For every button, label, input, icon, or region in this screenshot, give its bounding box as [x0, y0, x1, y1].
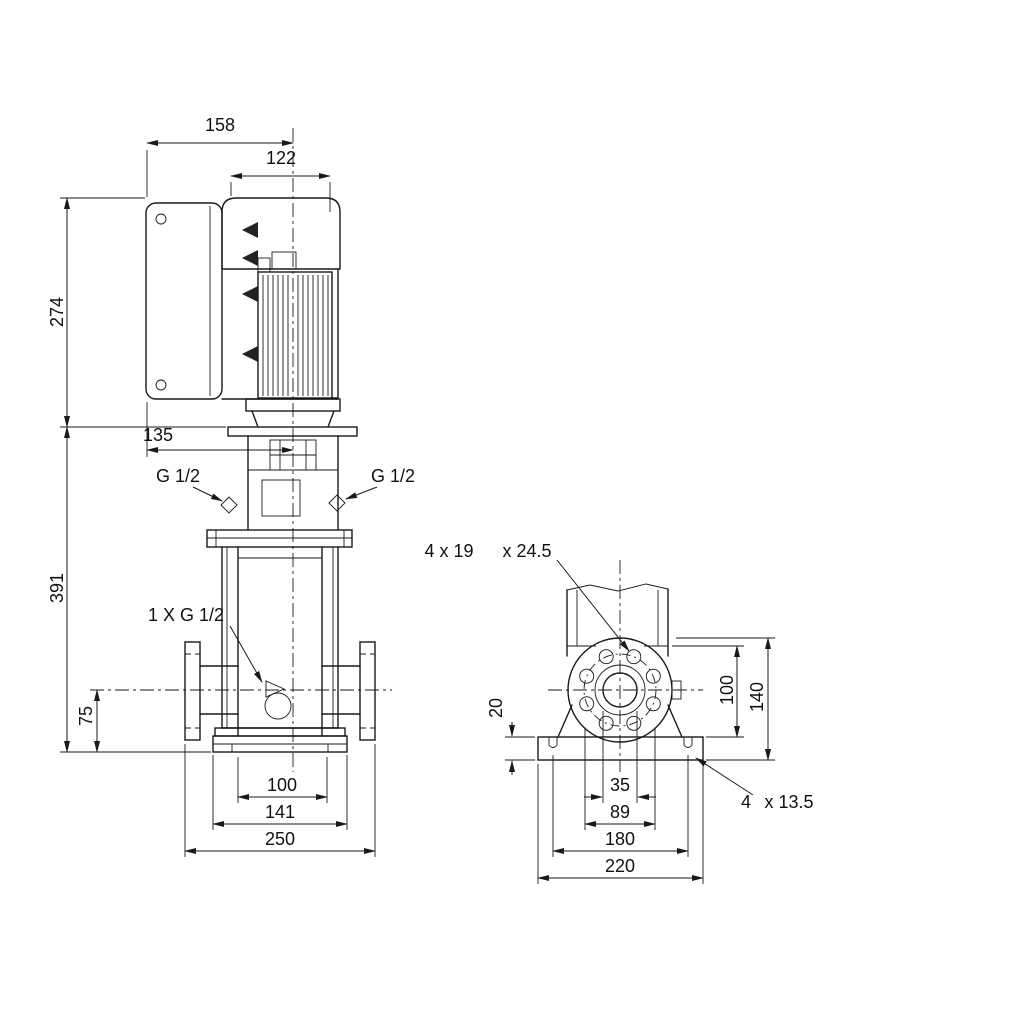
bore — [602, 672, 638, 708]
drain-label: 1 X G 1/2 — [148, 605, 224, 625]
dim-control-box-depth-label: 135 — [143, 425, 173, 445]
motor-control-box — [145, 202, 223, 400]
dim-base-thickness-label: 20 — [486, 698, 506, 718]
dim-motor-width-label: 122 — [266, 148, 296, 168]
lifting-lug — [271, 251, 297, 270]
dimensions-front: 158 122 274 135 391 75 G 1/2 — [47, 115, 415, 857]
plug-left-label: G 1/2 — [156, 466, 200, 486]
pump-head — [206, 435, 353, 548]
flange-holes-label-cbore: x 24.5 — [502, 541, 551, 561]
dim-overall-width-label: 158 — [205, 115, 235, 135]
dim-flange-span-label: 250 — [265, 829, 295, 849]
bolt-circle — [583, 653, 657, 727]
break-line — [566, 583, 669, 592]
dim-base-width-label: 220 — [605, 856, 635, 876]
motor-fan-cover — [221, 197, 341, 270]
bolt-hole — [579, 696, 595, 712]
centerlines-front — [90, 128, 392, 772]
gauge-plug-right — [328, 494, 346, 512]
dim-motor-height-label: 274 — [47, 297, 67, 327]
base-holes-label-size: x 13.5 — [764, 792, 813, 812]
flange-holes-label-qty: 4 x 19 — [424, 541, 473, 561]
dim-port-height-label: 75 — [76, 706, 96, 726]
bolt-hole — [645, 668, 661, 684]
base-holes-label-qty: 4 — [741, 792, 751, 812]
dim-base-length-label: 141 — [265, 802, 295, 822]
dim-bore-width-label: 35 — [610, 775, 630, 795]
drain-boss — [264, 692, 292, 720]
base-slot-right — [683, 737, 693, 748]
bolt-hole — [645, 696, 661, 712]
bolt-hole — [598, 649, 614, 665]
motor-flange-and-stool — [221, 398, 358, 437]
raised-face — [594, 664, 646, 716]
side-tab — [671, 680, 682, 700]
head-flange — [206, 529, 353, 548]
base-slot-left — [548, 737, 558, 748]
dim-flange-height-inner-label: 100 — [717, 675, 737, 705]
dimensions-end: 4 x 19 x 24.5 100 140 20 35 — [424, 541, 814, 884]
base-plate-end — [537, 736, 704, 761]
flange-left — [184, 641, 201, 741]
coupling-guard-window — [261, 479, 301, 517]
dim-pump-height-label: 391 — [47, 573, 67, 603]
front-view: 158 122 274 135 391 75 G 1/2 — [47, 115, 415, 857]
flange-end — [567, 637, 682, 743]
flange-right — [359, 641, 376, 741]
bolt-hole — [598, 715, 614, 731]
base-plate-front — [212, 727, 348, 753]
dim-flange-height-outer-label: 140 — [747, 682, 767, 712]
dim-base-hole-span-label: 180 — [605, 829, 635, 849]
plug-right-label: G 1/2 — [371, 466, 415, 486]
end-view: 4 x 19 x 24.5 100 140 20 35 — [424, 541, 814, 884]
drain-plug — [265, 680, 286, 698]
terminal-block — [257, 257, 271, 273]
motor-fin-section — [257, 257, 339, 399]
dim-inner-span-label: 100 — [267, 775, 297, 795]
gauge-plug-left — [220, 496, 238, 514]
bolt-hole — [626, 649, 642, 665]
column-end — [557, 583, 683, 738]
bolt-hole — [579, 668, 595, 684]
suction-discharge-flanges — [184, 641, 376, 741]
motor-clamps — [242, 222, 258, 362]
dim-bolt-circle-label: 89 — [610, 802, 630, 822]
bolt-hole — [626, 715, 642, 731]
